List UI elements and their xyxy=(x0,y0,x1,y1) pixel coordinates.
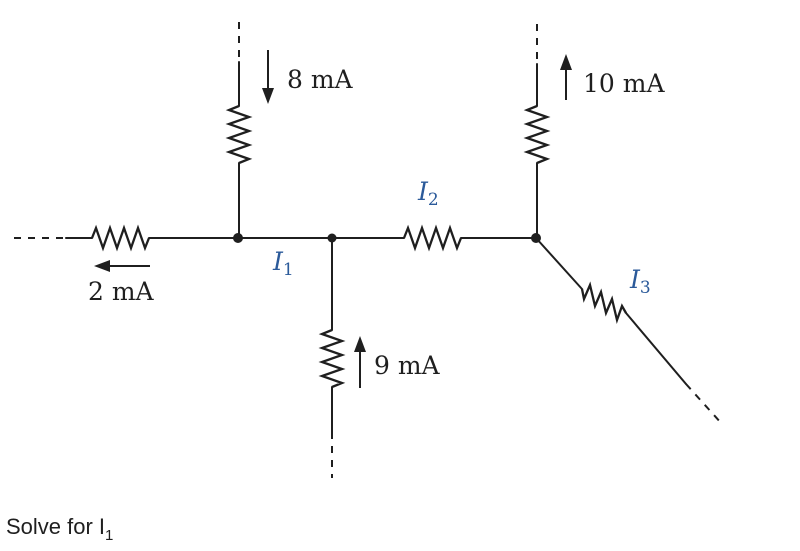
label-8ma: 8 mA xyxy=(287,65,354,94)
diagonal-wire-upper xyxy=(535,237,583,290)
left-resistor xyxy=(90,224,151,252)
node-a xyxy=(233,233,243,243)
bottom-resistor xyxy=(318,328,346,389)
label-i2: I2 xyxy=(417,177,439,210)
diagonal-resistor xyxy=(580,281,627,325)
label-i1: I1 xyxy=(272,247,294,280)
top-left-current-arrow xyxy=(262,50,274,104)
diagonal-wire-dashed xyxy=(685,383,723,425)
top-right-current-arrow xyxy=(560,54,572,100)
middle-resistor xyxy=(402,224,463,252)
problem-text: Solve for I xyxy=(6,514,106,539)
label-9ma: 9 mA xyxy=(374,351,441,380)
diagonal-wire-lower xyxy=(625,312,687,385)
node-b xyxy=(327,233,337,243)
label-i3: I3 xyxy=(629,265,651,298)
label-2ma: 2 mA xyxy=(88,277,155,306)
bottom-current-arrow xyxy=(354,336,366,388)
label-10ma: 10 mA xyxy=(583,69,665,98)
top-left-resistor xyxy=(225,104,253,165)
node-c xyxy=(531,233,541,243)
top-right-resistor xyxy=(523,104,551,165)
problem-statement: Solve for I1 xyxy=(6,514,113,544)
problem-subscript: 1 xyxy=(105,527,114,544)
left-current-arrow xyxy=(94,260,150,272)
